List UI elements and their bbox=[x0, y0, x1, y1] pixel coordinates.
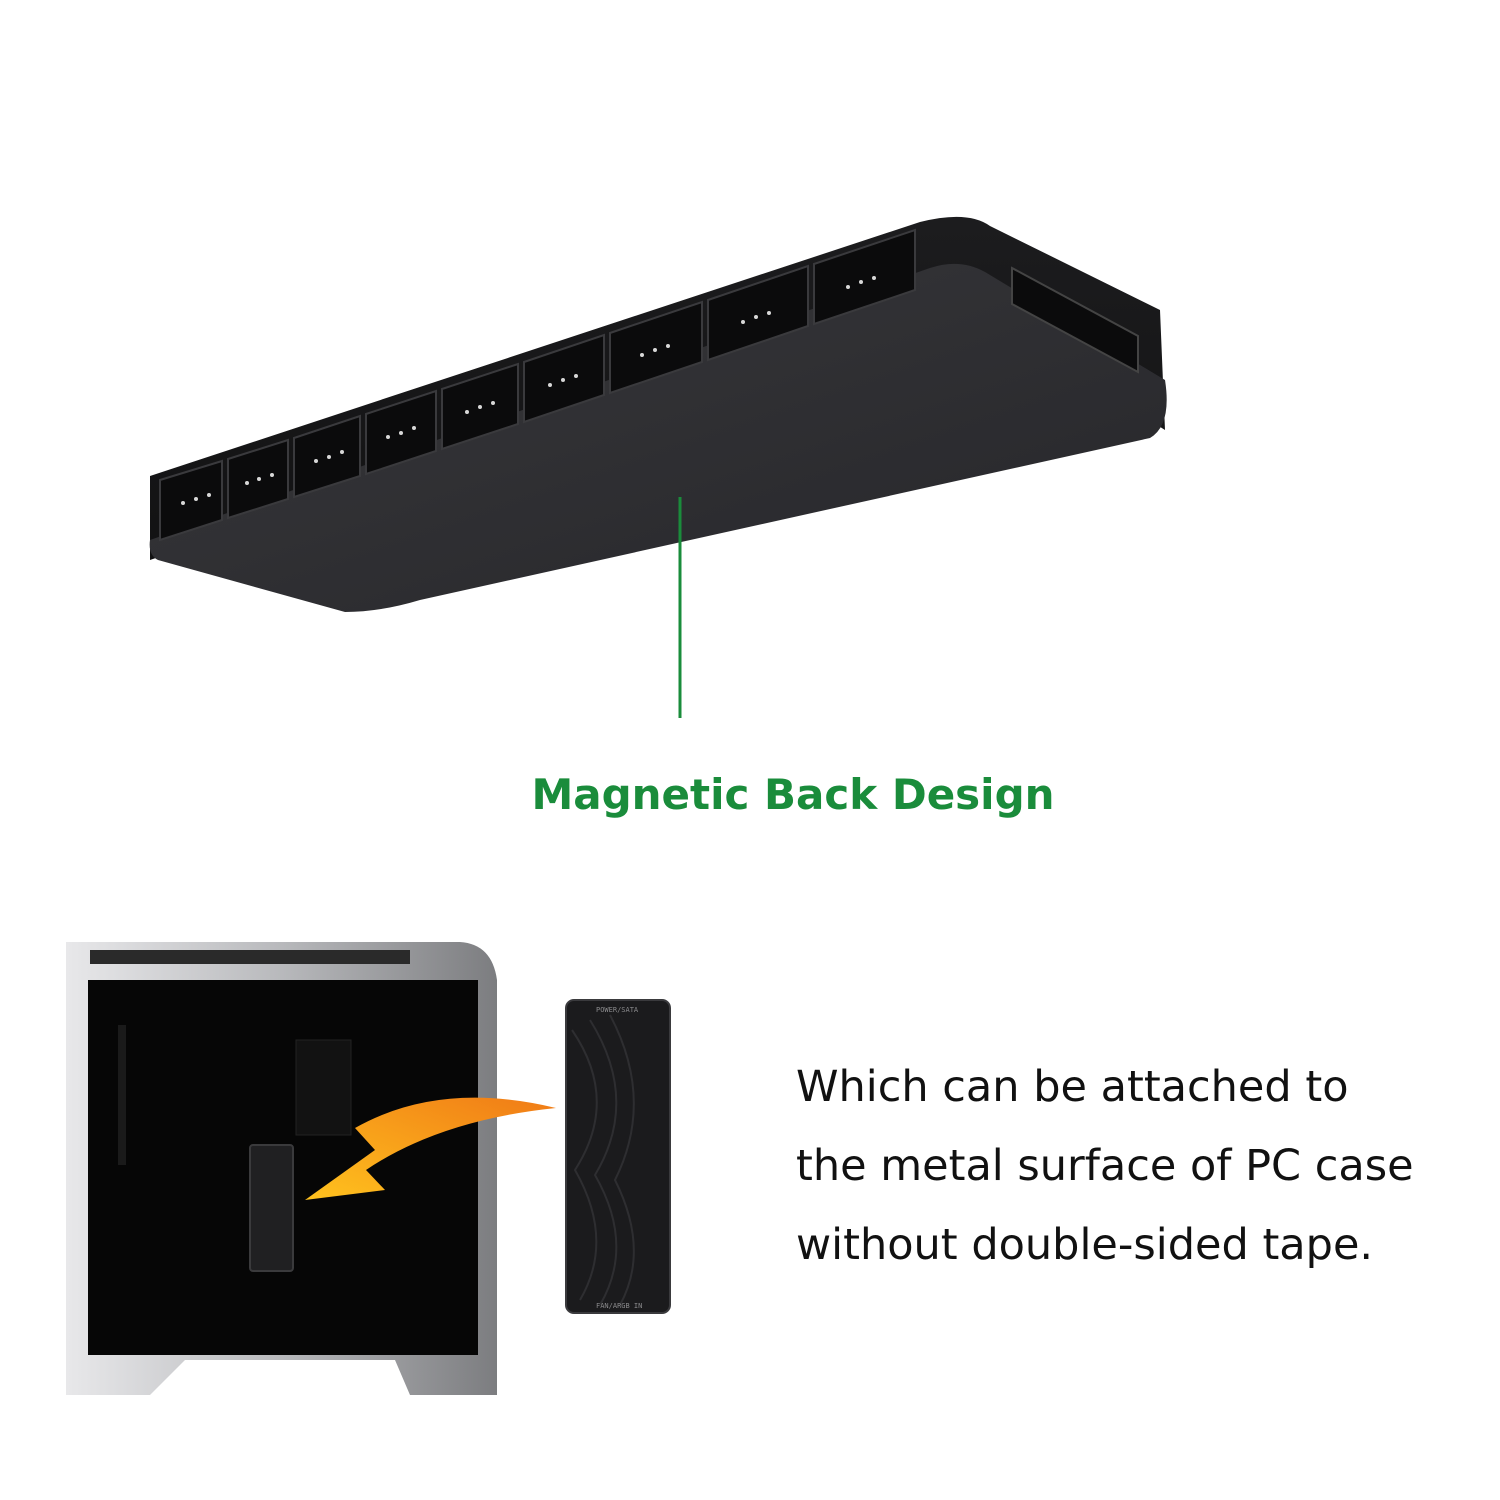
hub-port-row bbox=[159, 228, 916, 542]
headline: Magnetic Back Design bbox=[531, 770, 1055, 819]
hub-pins bbox=[181, 276, 876, 505]
hub-label-bottom: FAN/ARGB IN bbox=[596, 1302, 642, 1310]
attach-arrow-icon bbox=[305, 1097, 556, 1200]
hub-sata-port bbox=[1011, 266, 1139, 374]
standalone-hub bbox=[565, 999, 671, 1314]
pc-case-image: POWER/SATA FAN/ARGB IN bbox=[66, 942, 671, 1395]
description-line-1: Which can be attached to bbox=[796, 1062, 1349, 1112]
hub-label-top: POWER/SATA bbox=[596, 1006, 639, 1014]
description: Which can be attached to the metal surfa… bbox=[796, 1048, 1476, 1285]
fan-hub-image bbox=[149, 216, 1167, 718]
description-line-3: without double-sided tape. bbox=[796, 1220, 1374, 1270]
hub-main-face bbox=[149, 263, 1167, 612]
case-mounted-hub bbox=[249, 1144, 294, 1272]
case-top-vent bbox=[90, 950, 410, 964]
description-line-2: the metal surface of PC case bbox=[796, 1141, 1414, 1191]
